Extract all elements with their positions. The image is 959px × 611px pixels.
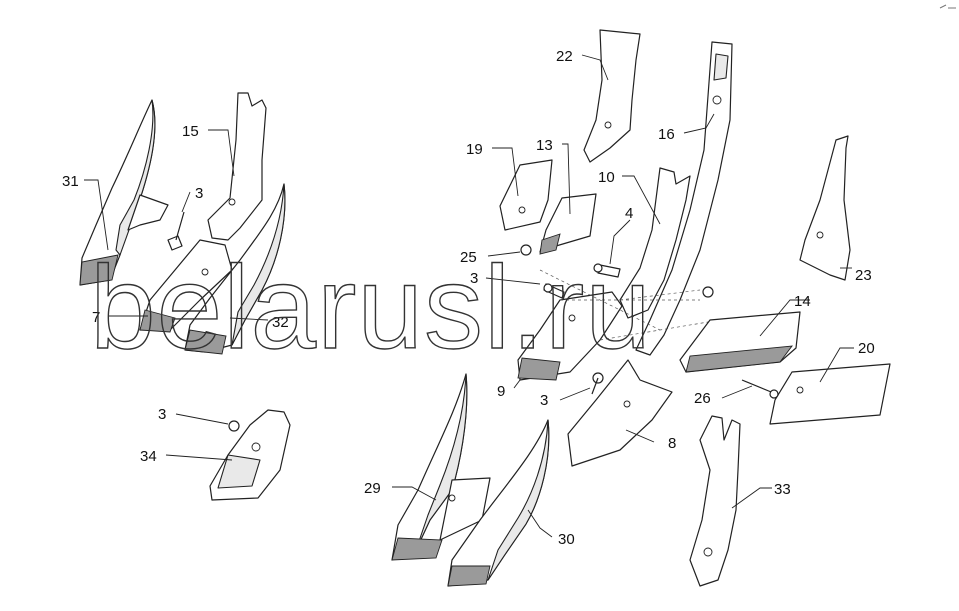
callout-30: 30 <box>558 531 575 548</box>
part-3-bolt-lower <box>591 372 604 395</box>
callout-4: 4 <box>625 205 633 222</box>
part-10-blade <box>619 167 691 319</box>
part-3-bolt-34 <box>228 420 240 432</box>
callout-26: 26 <box>694 390 711 407</box>
callout-labels: 22 16 15 19 13 10 31 3 4 25 3 23 14 7 32… <box>62 48 875 548</box>
part-4-bolt <box>593 263 621 278</box>
part-9-body <box>517 291 623 381</box>
part-20-plate <box>769 363 891 425</box>
leader-lines <box>84 54 854 538</box>
callout-32: 32 <box>272 314 289 331</box>
callout-14: 14 <box>794 293 811 310</box>
part-33-stand <box>689 415 741 587</box>
callout-13: 13 <box>536 137 553 154</box>
callout-15: 15 <box>182 123 199 140</box>
part-16-stand <box>635 41 733 356</box>
callout-23: 23 <box>855 267 872 284</box>
assembly-guide-lines <box>539 269 721 341</box>
part-22-shield <box>583 29 641 163</box>
callout-10: 10 <box>598 169 615 186</box>
part-3-bolt-center <box>543 283 565 299</box>
part-15-blade <box>207 92 267 241</box>
callout-22: 22 <box>556 48 573 65</box>
callout-7: 7 <box>92 309 100 326</box>
callout-3-c: 3 <box>540 392 548 409</box>
watermark: belarusl.ru <box>90 242 652 374</box>
callout-29: 29 <box>364 480 381 497</box>
part-31-share <box>79 99 169 286</box>
part-7-body <box>139 239 233 333</box>
callout-33: 33 <box>774 481 791 498</box>
part-34-tip <box>209 409 291 501</box>
part-19-plate <box>499 159 553 231</box>
callout-8: 8 <box>668 435 676 452</box>
callout-16: 16 <box>658 126 675 143</box>
callout-20: 20 <box>858 340 875 357</box>
callout-25: 25 <box>460 249 477 266</box>
callout-9: 9 <box>497 383 505 400</box>
callout-19: 19 <box>466 141 483 158</box>
part-29-share <box>391 373 491 561</box>
callout-3-b: 3 <box>470 270 478 287</box>
callout-3-d: 3 <box>158 406 166 423</box>
part-32-share <box>184 183 286 355</box>
callout-34: 34 <box>140 448 157 465</box>
callout-3-a: 3 <box>195 185 203 202</box>
corner-mark <box>939 4 956 9</box>
part-3-bolt-left <box>167 211 185 251</box>
part-14-cutter <box>679 286 801 373</box>
part-25-nut <box>520 244 532 256</box>
part-30-share <box>447 419 550 587</box>
part-23-shield <box>799 135 851 281</box>
part-26-bolt <box>741 379 779 399</box>
part-13-plate <box>539 193 597 255</box>
callout-31: 31 <box>62 173 79 190</box>
part-8-plate <box>567 359 673 467</box>
